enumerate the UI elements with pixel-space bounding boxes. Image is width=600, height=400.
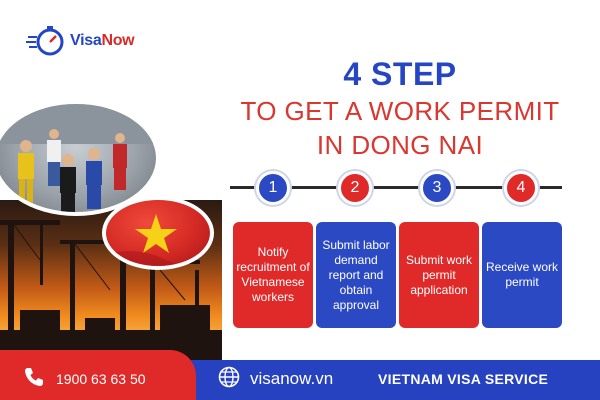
title-main: 4 STEP: [343, 56, 457, 92]
step-2-card: Submit labor demand report and obtain ap…: [316, 222, 396, 328]
step-4-badge: 4: [504, 171, 538, 205]
step-4-card: Receive work permit: [482, 222, 562, 328]
logo-text-visa: Visa: [70, 32, 102, 49]
brand-logo[interactable]: VisaNow: [26, 24, 148, 58]
service-label: VIETNAM VISA SERVICE: [378, 371, 549, 387]
step-1-card: Notify recruitment of Vietnamese workers: [233, 222, 313, 328]
globe-icon: [218, 366, 240, 388]
phone-number[interactable]: 1900 63 63 50: [56, 371, 146, 387]
logo-text-now: Now: [101, 32, 135, 49]
workers-photo: [0, 100, 160, 216]
step-3-badge: 3: [420, 171, 454, 205]
title-line-2: IN DONG NAI: [316, 130, 484, 160]
title-line-1: TO GET A WORK PERMIT: [240, 96, 560, 126]
timeline-line: [230, 186, 562, 189]
footer-phone-panel: [0, 350, 196, 400]
vietnam-flag-image: [102, 196, 214, 270]
step-2-badge: 2: [338, 171, 372, 205]
step-1-badge: 1: [256, 171, 290, 205]
step-3-card: Submit work permit application: [399, 222, 479, 328]
stopwatch-icon: [26, 26, 64, 56]
phone-icon: [25, 368, 43, 386]
website-link[interactable]: visanow.vn: [250, 369, 334, 388]
